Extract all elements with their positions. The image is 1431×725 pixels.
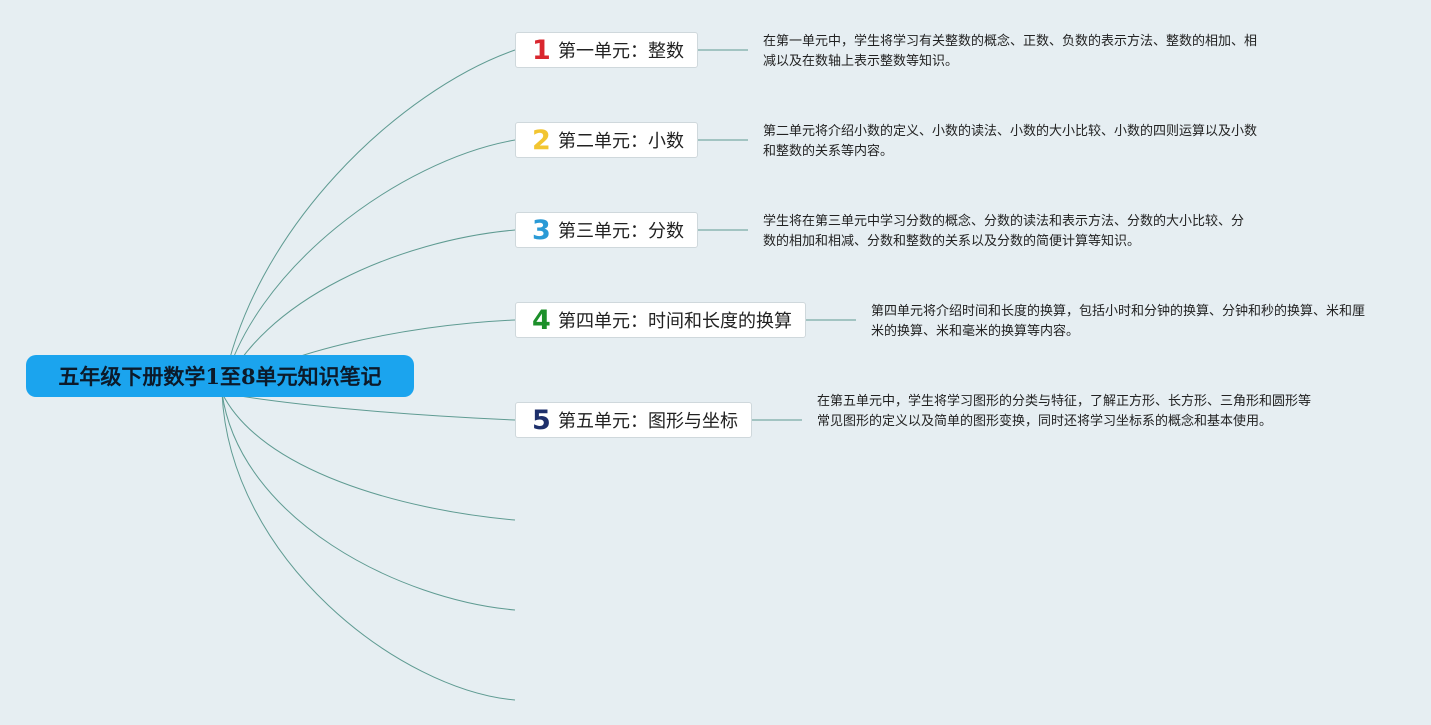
branch-line-unit-5 [221, 392, 516, 421]
unit-description-4: 第四单元将介绍时间和长度的换算，包括小时和分钟的换算、分钟和秒的换算、米和厘米的… [871, 304, 1366, 339]
unit-label-3: 第三单元：分数 [558, 221, 684, 242]
branch-line-unit-7 [221, 392, 516, 611]
branch-line-unit-6 [221, 392, 516, 521]
unit-number-5: 5 [532, 404, 551, 436]
unit-description-3: 学生将在第三单元中学习分数的概念、分数的读法和表示方法、分数的大小比较、分数的相… [763, 214, 1245, 249]
unit-label-5: 第五单元：图形与坐标 [558, 411, 738, 432]
root-title: 五年级下册数学1至8单元知识笔记 [58, 364, 382, 389]
unit-description-2: 第二单元将介绍小数的定义、小数的读法、小数的大小比较、小数的四则运算以及小数和整… [763, 124, 1258, 159]
unit-node-4[interactable]: 4 第四单元：时间和长度的换算 [515, 302, 806, 338]
unit-node-2[interactable]: 2 第二单元：小数 [515, 122, 698, 158]
unit-label-1: 第一单元：整数 [558, 41, 684, 62]
unit-label-2: 第二单元：小数 [558, 131, 684, 152]
branch-line-unit-2 [221, 139, 516, 394]
branch-line-unit-1 [221, 49, 516, 394]
unit-number-1: 1 [532, 34, 551, 66]
unit-node-3[interactable]: 3 第三单元：分数 [515, 212, 698, 248]
unit-number-2: 2 [532, 124, 551, 156]
unit-description-5: 在第五单元中，学生将学习图形的分类与特征，了解正方形、长方形、三角形和圆形等常见… [817, 394, 1312, 429]
root-topic[interactable]: 五年级下册数学1至8单元知识笔记 [26, 355, 414, 397]
unit-number-3: 3 [532, 214, 551, 246]
unit-node-1[interactable]: 1 第一单元：整数 [515, 32, 698, 68]
unit-description-1: 在第一单元中，学生将学习有关整数的概念、正数、负数的表示方法、整数的相加、相减以… [763, 34, 1258, 69]
unit-node-5[interactable]: 5 第五单元：图形与坐标 [515, 402, 752, 438]
unit-number-4: 4 [532, 304, 551, 336]
branch-line-unit-8 [221, 392, 516, 701]
unit-label-4: 第四单元：时间和长度的换算 [558, 311, 792, 332]
